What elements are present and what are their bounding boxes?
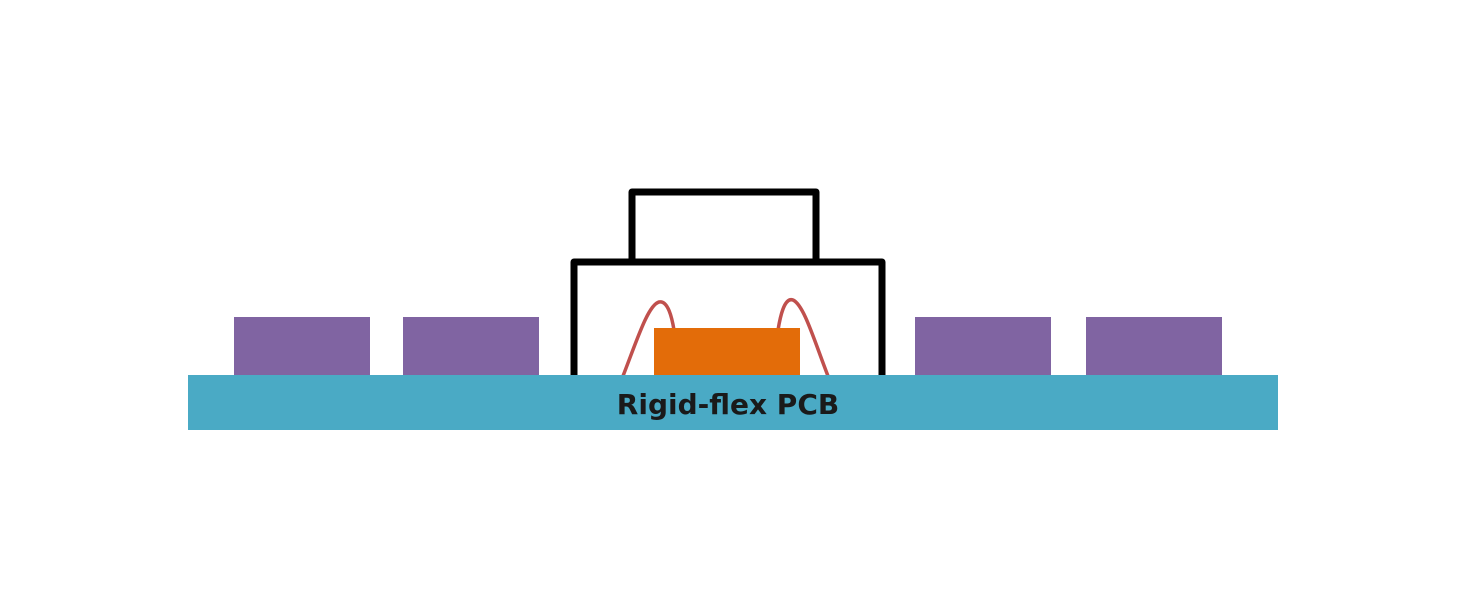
side-component-right-inner [915,317,1051,377]
bond-wire-right [776,298,830,378]
pcb-label: Rigid-flex PCB [617,388,839,421]
side-component-left-inner [403,317,539,377]
pcb-substrate [188,375,1278,430]
package-lid-outline [628,188,820,259]
side-component-right-outer [1086,317,1222,377]
chip-die [654,328,800,377]
bond-wire-left [621,300,676,378]
side-component-left-outer [234,317,370,377]
package-enclosure-outline [570,258,886,377]
